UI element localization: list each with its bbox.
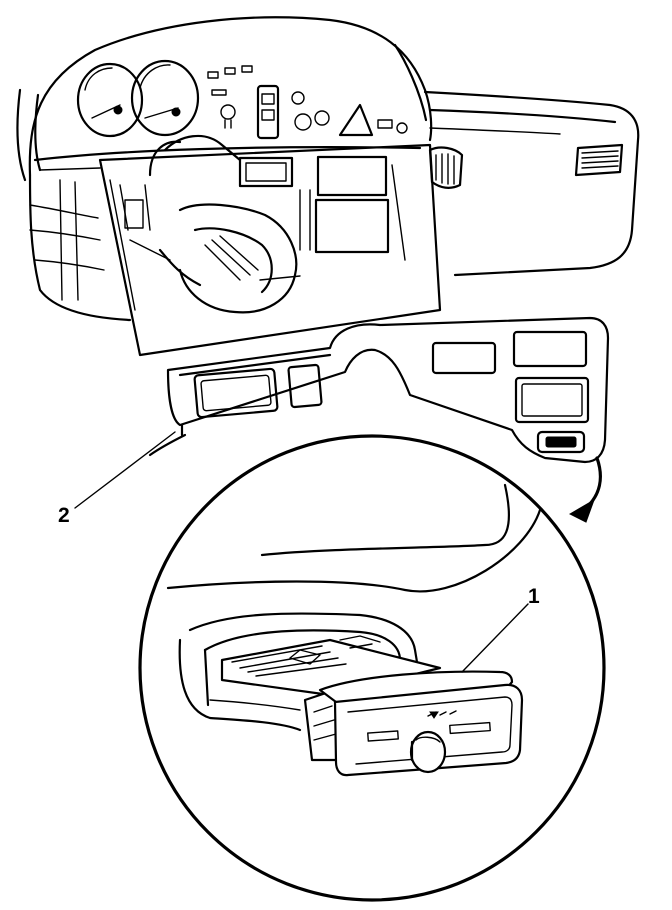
callout-leaders: [74, 431, 529, 673]
detail-magnifier: [138, 433, 606, 902]
passenger-vent: [574, 143, 624, 177]
center-gauge-stack: [256, 84, 408, 140]
callout-label-1: 1: [528, 585, 540, 608]
instrument-panel: [16, 16, 640, 357]
warning-lamps: [207, 65, 253, 129]
callout-label-2: 2: [58, 504, 70, 527]
tachometer-gauge: [130, 59, 200, 137]
speedometer-gauge: [76, 62, 144, 138]
switch-assembly: [220, 635, 524, 777]
steering-column: [129, 134, 298, 314]
center-vent: [428, 146, 464, 189]
trim-bezel: [166, 316, 610, 464]
curved-arrow-icon: [568, 456, 602, 523]
dash-openings: [98, 143, 442, 357]
